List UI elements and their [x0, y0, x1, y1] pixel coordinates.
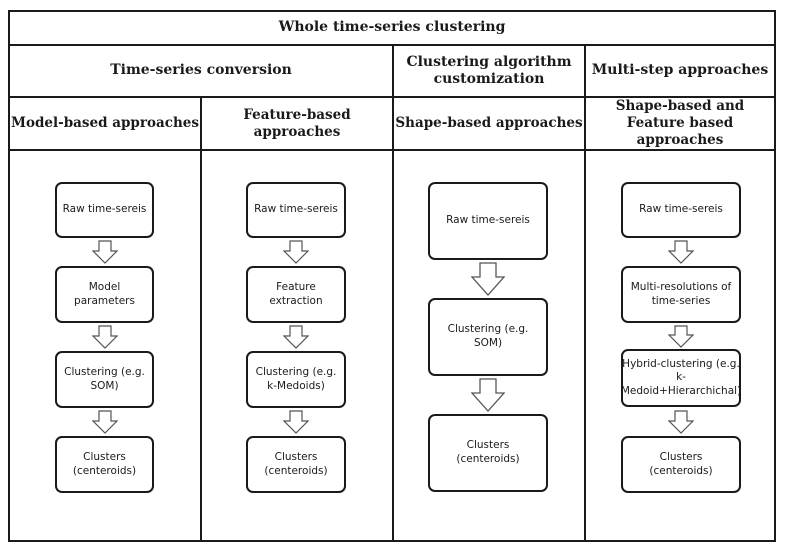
approach-feature: Feature-based approaches	[243, 106, 351, 140]
down-arrow-icon	[92, 410, 118, 434]
down-arrow-icon	[668, 240, 694, 264]
down-arrow-icon	[283, 240, 309, 264]
flow-box: Clustering (e.g. SOM)	[428, 298, 548, 376]
flow-box: Raw time-sereis	[428, 182, 548, 260]
down-arrow-icon	[471, 262, 505, 296]
down-arrow-icon	[668, 325, 694, 348]
down-arrow-icon	[471, 378, 505, 412]
down-arrow-icon	[668, 410, 694, 434]
down-arrow-icon	[283, 410, 309, 434]
flow-box: Clusters (centeroids)	[55, 436, 154, 493]
down-arrow-icon	[92, 240, 118, 264]
flow-box: Clusters (centeroids)	[428, 414, 548, 492]
divider-col-1	[200, 96, 202, 542]
flow-box: Clusters (centeroids)	[246, 436, 346, 493]
flow-box: Clusters (centeroids)	[621, 436, 741, 493]
divider-col-3	[584, 44, 586, 542]
category-multistep: Multi-step approaches	[591, 62, 769, 79]
flow-box: Model parameters	[55, 266, 154, 323]
category-algorithm: Clustering algorithm customization	[406, 53, 572, 88]
flow-box: Clustering (e.g. k-Medoids)	[246, 351, 346, 408]
flow-box: Hybrid-clustering (e.g. k-Medoid+Hierarc…	[621, 349, 741, 407]
flow-box: Raw time-sereis	[621, 182, 741, 238]
category-conversion: Time-series conversion	[110, 62, 292, 79]
diagram-title: Whole time-series clustering	[278, 18, 506, 35]
flow-box: Multi-resolutions of time-series	[621, 266, 741, 323]
down-arrow-icon	[283, 325, 309, 349]
approach-shape-feature: Shape-based and Feature based approaches	[615, 98, 745, 148]
flow-box: Clustering (e.g. SOM)	[55, 351, 154, 408]
down-arrow-icon	[92, 325, 118, 349]
flow-box: Raw time-sereis	[246, 182, 346, 238]
divider-col-2	[392, 44, 394, 542]
flow-box: Feature extraction	[246, 266, 346, 323]
flow-box: Raw time-sereis	[55, 182, 154, 238]
approach-shape: Shape-based approaches	[395, 115, 583, 132]
approach-model: Model-based approaches	[11, 115, 199, 132]
